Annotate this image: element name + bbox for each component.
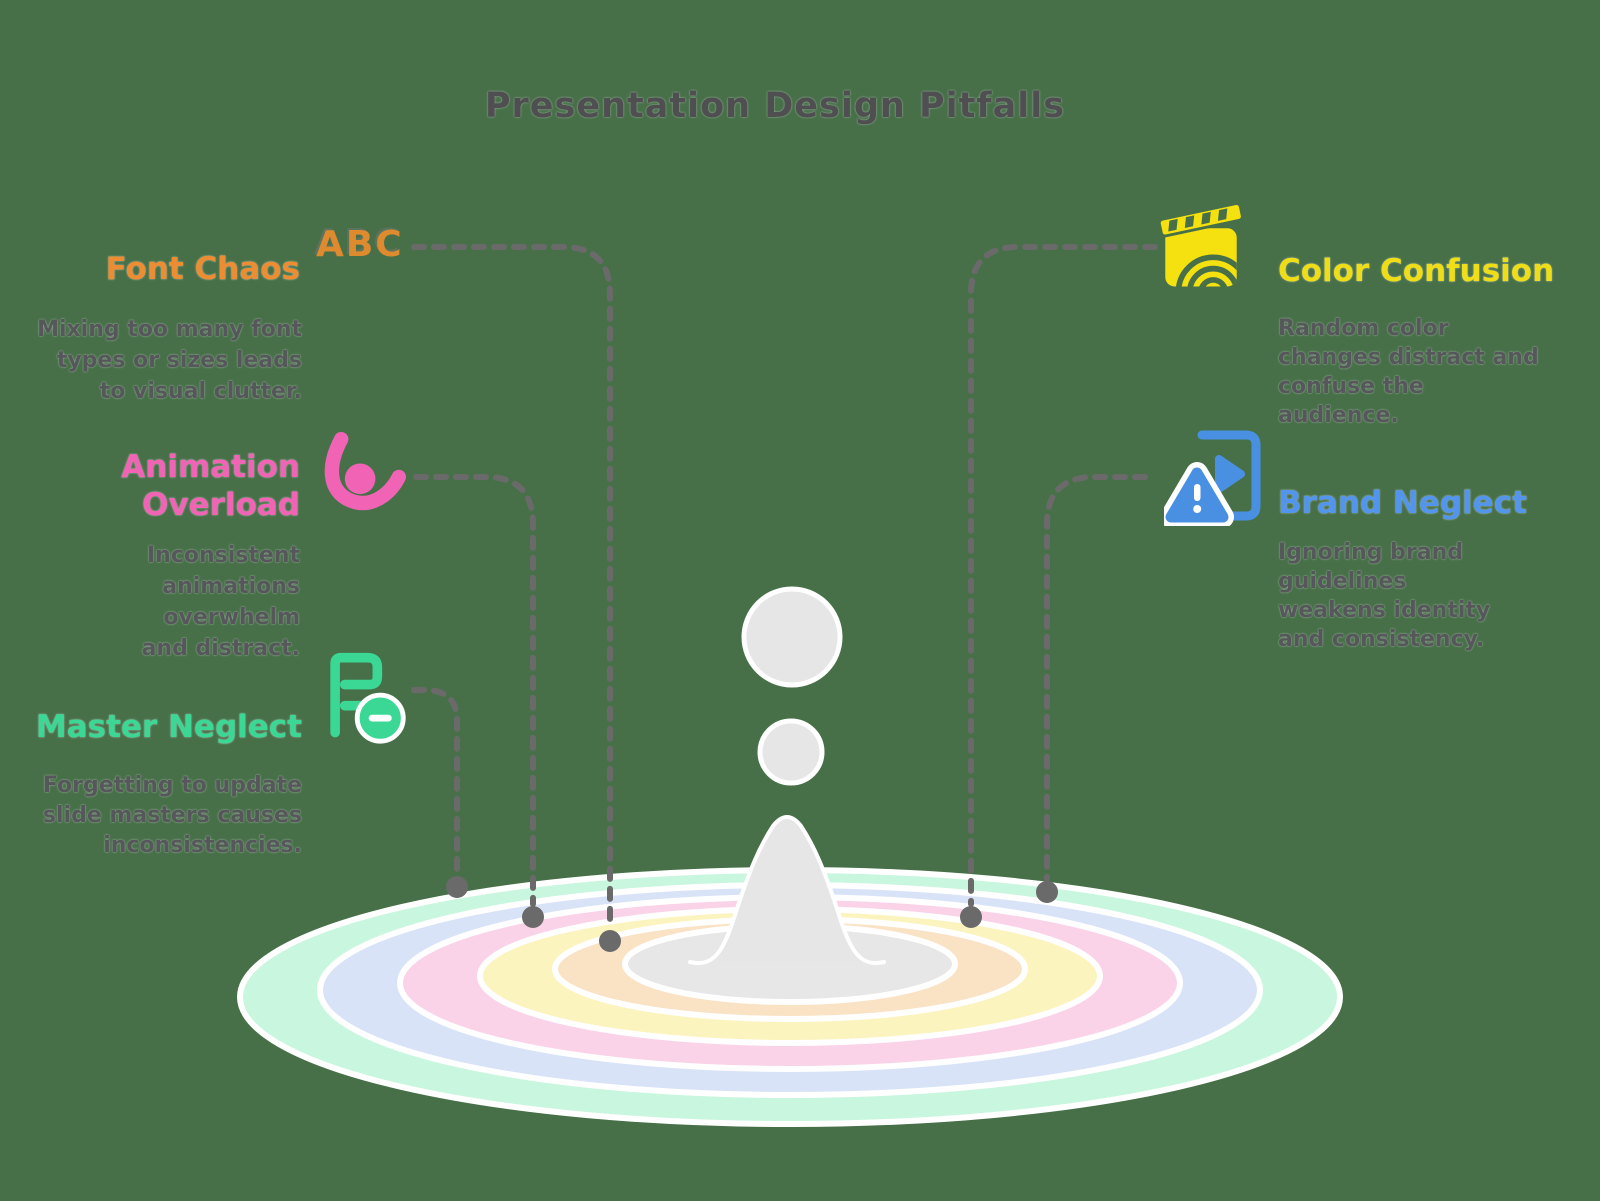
- animation-overload-description: Inconsistent animations overwhelm and di…: [141, 543, 300, 661]
- ripple-rings: [237, 867, 1343, 1127]
- droplet-small-circle: [757, 718, 825, 786]
- connector-font-chaos: [411, 244, 613, 931]
- brand-doc-warning-icon: [1160, 426, 1264, 530]
- abc-text-icon: ABC: [316, 224, 404, 265]
- brand-neglect-heading: Brand Neglect: [1278, 485, 1527, 521]
- connector-dot-font-chaos: [599, 930, 621, 952]
- animation-overload-heading: Animation Overload: [121, 449, 300, 523]
- connector-color-confusion: [968, 244, 1158, 907]
- page-title: Presentation Design Pitfalls: [484, 86, 1066, 126]
- connectors: [411, 244, 1158, 931]
- slide-master-minus-icon: [314, 650, 410, 750]
- color-confusion-heading: Color Confusion: [1278, 253, 1555, 289]
- connector-brand-neglect: [1044, 474, 1148, 882]
- color-confusion-description: Random color changes distract and confus…: [1278, 316, 1539, 428]
- connector-animation-overload: [413, 474, 536, 907]
- master-neglect-heading: Master Neglect: [35, 709, 302, 745]
- connector-dot-brand-neglect: [1036, 881, 1058, 903]
- connector-master-neglect: [411, 687, 460, 877]
- clapperboard-rainbow-icon: [1154, 200, 1248, 298]
- connector-dot-color-confusion: [960, 906, 982, 928]
- font-chaos-heading: Font Chaos: [105, 251, 300, 287]
- water-droplet: [688, 586, 886, 966]
- droplet-large-circle: [741, 586, 843, 688]
- master-neglect-description: Forgetting to update slide masters cause…: [42, 773, 302, 858]
- splash-spike: [688, 815, 886, 966]
- animation-swoosh-icon: [316, 432, 406, 526]
- connector-dot-master-neglect: [446, 876, 468, 898]
- font-chaos-description: Mixing too many font types or sizes lead…: [37, 317, 302, 404]
- connector-dots: [446, 876, 1058, 952]
- brand-neglect-description: Ignoring brand guidelines weakens identi…: [1278, 540, 1491, 652]
- connector-dot-animation-overload: [522, 906, 544, 928]
